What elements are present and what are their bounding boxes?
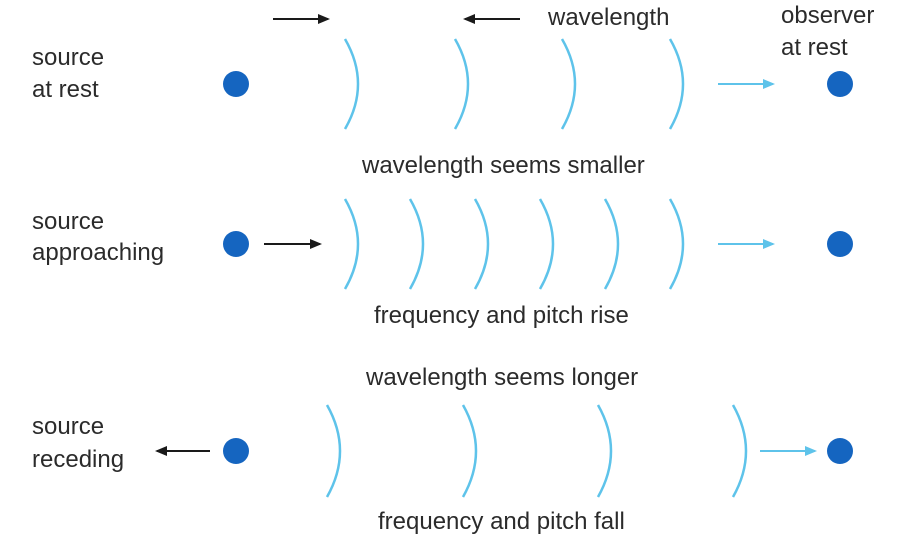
row3-source-dot <box>223 438 249 464</box>
row3-wavefront-2 <box>461 404 478 498</box>
row3-wavefront-1 <box>325 404 342 498</box>
row1-wavefront-1 <box>343 38 360 130</box>
row3-caption-bottom: frequency and pitch fall <box>378 508 625 535</box>
row2-source-label-line2: approaching <box>32 239 165 266</box>
row2-source-label-line1: source <box>32 208 105 235</box>
row2-wavefront-1 <box>343 198 360 290</box>
row2-wavefront-5 <box>603 198 620 290</box>
row3-wavefront-3 <box>596 404 613 498</box>
row1-wavefront-2 <box>453 38 470 130</box>
row3-source-label-line2: receding <box>32 446 125 473</box>
wavelength-label: wavelength <box>548 4 670 31</box>
row2-wavefront-3 <box>473 198 490 290</box>
row1-source-dot <box>223 71 249 97</box>
row1-observer-dot <box>827 71 853 97</box>
observer-label-line2: at rest <box>781 34 848 61</box>
row2-wavefront-6 <box>668 198 685 290</box>
row3-observer-dot <box>827 438 853 464</box>
row2-source-dot <box>223 231 249 257</box>
row1-source-label-line2: at rest <box>32 76 99 103</box>
row2-caption-bottom: frequency and pitch rise <box>374 302 629 329</box>
row2-wavefront-2 <box>408 198 425 290</box>
row2-wavefront-4 <box>538 198 555 290</box>
row2-observer-dot <box>827 231 853 257</box>
row3-wavefront-4 <box>731 404 748 498</box>
observer-label-line1: observer <box>781 2 875 29</box>
row2-caption-top: wavelength seems smaller <box>362 152 645 179</box>
row1-wavefront-3 <box>560 38 577 130</box>
row3-caption-top: wavelength seems longer <box>366 364 639 391</box>
row3-source-label-line1: source <box>32 413 105 440</box>
row1-source-label-line1: source <box>32 44 105 71</box>
row1-wavefront-4 <box>668 38 685 130</box>
